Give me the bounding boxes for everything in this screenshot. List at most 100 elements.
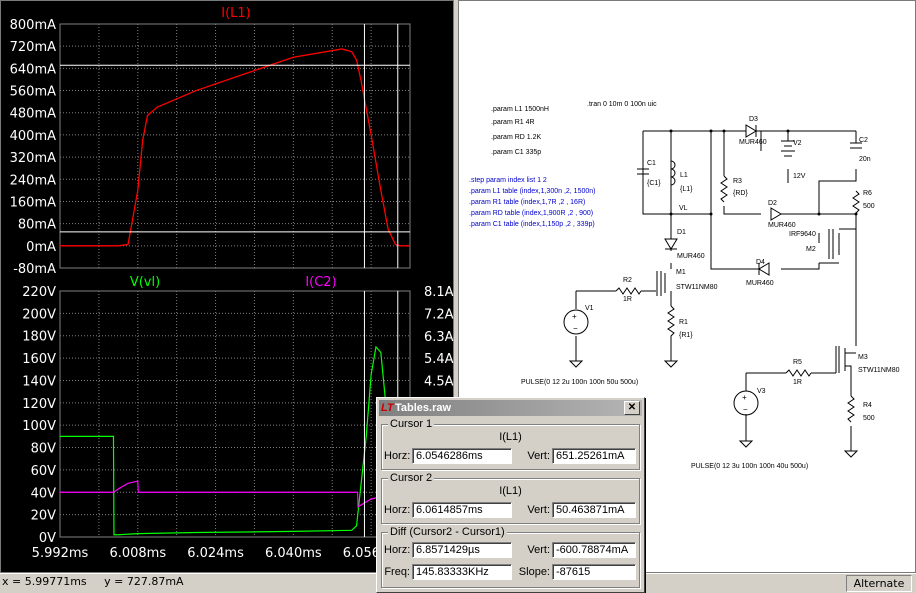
bottom-y-tick-label: 200V xyxy=(22,307,56,322)
svg-text:V1: V1 xyxy=(585,305,594,312)
directive-r1[interactable]: .param R1 4R xyxy=(491,119,535,126)
bottom-right-y-tick-label: 7.2A xyxy=(424,307,454,322)
r2-resistor[interactable]: R2 1R xyxy=(615,277,642,303)
top-y-tick-label: 240mA xyxy=(10,173,56,188)
m2-mosfet[interactable]: IRF9640 M2 xyxy=(789,229,840,259)
cursor1-group: Cursor 1 I(L1) Horz: 6.0546286ms Vert: 6… xyxy=(381,418,640,470)
v1-source[interactable]: + − V1 xyxy=(563,305,594,335)
diff-vert-field[interactable]: -600.78874mA xyxy=(552,542,636,558)
cursor2-vert-label: Vert: xyxy=(527,504,550,516)
step-line-1[interactable]: .param L1 table (index,1,300n ,2, 1500n) xyxy=(469,188,595,195)
l1-inductor[interactable]: L1 {L1} xyxy=(670,160,693,193)
m3-mosfet[interactable]: M3 STW11NM80 xyxy=(835,346,900,374)
top-y-tick-label: 320mA xyxy=(10,151,56,166)
v3-source[interactable]: + − V3 xyxy=(733,388,766,416)
diff-group: Diff (Cursor2 - Cursor1) Horz: 6.8571429… xyxy=(381,526,640,588)
r3-resistor[interactable]: R3 {RD} xyxy=(720,175,748,203)
top-y-tick-label: 800mA xyxy=(10,18,56,33)
bottom-y-tick-label: 120V xyxy=(22,397,56,412)
bottom-y-tick-label: 160V xyxy=(22,352,56,367)
x-tick-label: 5.992ms xyxy=(32,546,89,561)
tran-directive[interactable]: .tran 0 10m 0 100n uic xyxy=(587,101,657,108)
top-y-tick-label: 400mA xyxy=(10,129,56,144)
diff-slope-field[interactable]: -87615 xyxy=(552,564,636,580)
close-button[interactable]: ✕ xyxy=(624,401,640,415)
svg-text:12V: 12V xyxy=(793,173,806,180)
cursor-coordinates: x = 5.99771ms y = 727.87mA xyxy=(2,575,184,588)
bottom-y-tick-label: 180V xyxy=(22,330,56,345)
m1-mosfet[interactable]: M1 STW11NM80 xyxy=(656,269,718,296)
svg-text:20n: 20n xyxy=(859,156,871,163)
svg-text:R6: R6 xyxy=(863,190,872,197)
svg-text:R2: R2 xyxy=(623,277,632,284)
svg-text:{R1}: {R1} xyxy=(679,332,693,339)
svg-text:MUR460: MUR460 xyxy=(768,222,796,229)
top-y-tick-label: 720mA xyxy=(10,40,56,55)
bottom-right-y-tick-label: 6.3A xyxy=(424,330,454,345)
svg-text:D2: D2 xyxy=(768,200,777,207)
d2-diode[interactable]: D2 MUR460 xyxy=(768,200,796,229)
svg-text:{RD}: {RD} xyxy=(733,190,748,197)
waveform-svg[interactable]: 800mA720mA640mA560mA480mA400mA320mA240mA… xyxy=(1,1,455,574)
step-line-4[interactable]: .param C1 table (index,1,150p ,2 , 339p) xyxy=(469,221,595,228)
v2-battery[interactable]: V2 12V xyxy=(781,140,806,180)
r5-resistor[interactable]: R5 1R xyxy=(785,359,812,386)
svg-text:R1: R1 xyxy=(679,319,688,326)
diff-freq-field[interactable]: 145.83333KHz xyxy=(412,564,512,580)
c1-capacitor[interactable]: C1 {C1} xyxy=(637,131,661,214)
bottom-left-trace-label[interactable]: V(vl) xyxy=(130,275,160,290)
svg-text:{L1}: {L1} xyxy=(680,186,693,193)
svg-text:−: − xyxy=(573,324,578,333)
bottom-y-tick-label: 40V xyxy=(31,486,57,501)
i-l1-trace xyxy=(60,48,410,247)
mode-indicator: Alternate xyxy=(846,575,912,592)
i-c2-trace xyxy=(60,480,410,508)
bottom-y-tick-label: 20V xyxy=(31,509,57,524)
directive-c1[interactable]: .param C1 335p xyxy=(491,149,541,156)
c2-capacitor[interactable]: C2 20n xyxy=(850,137,871,163)
top-trace-label[interactable]: I(L1) xyxy=(221,6,251,21)
step-line-2[interactable]: .param R1 table (index,1,7R ,2 , 16R) xyxy=(469,199,585,206)
svg-text:MUR460: MUR460 xyxy=(739,139,767,146)
svg-text:1R: 1R xyxy=(623,296,632,303)
directive-l1[interactable]: .param L1 1500nH xyxy=(491,106,549,113)
top-y-tick-label: 80mA xyxy=(18,218,56,233)
step-line-3[interactable]: .param RD table (index,1,900R ,2 , 900) xyxy=(469,210,593,217)
top-plot[interactable]: 800mA720mA640mA560mA480mA400mA320mA240mA… xyxy=(10,18,411,277)
pulse1-label[interactable]: PULSE(0 12 2u 100n 100n 50u 500u) xyxy=(521,379,638,386)
top-y-tick-label: 560mA xyxy=(10,85,56,100)
param-directives[interactable]: .param L1 1500nH .param R1 4R .param RD … xyxy=(491,106,549,156)
d1-diode[interactable]: D1 MUR460 xyxy=(664,229,705,260)
diff-horz-field[interactable]: 6.8571429µs xyxy=(412,542,512,558)
pulse2-label[interactable]: PULSE(0 12 3u 100n 100n 40u 500u) xyxy=(691,463,808,470)
d3-diode[interactable]: D3 MUR460 xyxy=(739,116,767,146)
bottom-right-trace-label[interactable]: I(C2) xyxy=(305,275,336,290)
cursor2-horz-field[interactable]: 6.0614857ms xyxy=(412,502,512,518)
junction-dots xyxy=(669,129,858,216)
directive-rd[interactable]: .param RD 1.2K xyxy=(491,134,542,141)
svg-text:V2: V2 xyxy=(793,140,802,147)
step-directives[interactable]: .step param index list 1 2 .param L1 tab… xyxy=(469,177,595,228)
r1-resistor[interactable]: R1 {R1} xyxy=(667,305,693,346)
bottom-y-tick-label: 60V xyxy=(31,464,57,479)
bottom-y-tick-label: 220V xyxy=(22,285,56,300)
svg-text:M2: M2 xyxy=(806,246,816,253)
d4-diode[interactable]: D4 MUR460 xyxy=(746,259,774,287)
r6-resistor[interactable]: R6 500 xyxy=(852,190,875,214)
svg-text:V3: V3 xyxy=(757,388,766,395)
bottom-right-y-tick-label: 4.5A xyxy=(424,375,454,390)
svg-text:D3: D3 xyxy=(749,116,758,123)
r4-resistor[interactable]: R4 500 xyxy=(847,395,875,423)
step-line-0[interactable]: .step param index list 1 2 xyxy=(469,177,547,184)
cursor1-horz-field[interactable]: 6.0546286ms xyxy=(412,448,512,464)
cursor-dialog[interactable]: LTTables.raw ✕ Cursor 1 I(L1) Horz: 6.05… xyxy=(376,397,645,593)
svg-text:M1: M1 xyxy=(676,269,686,276)
cursor2-vert-field[interactable]: 50.463871mA xyxy=(552,502,636,518)
x-tick-label: 6.024ms xyxy=(187,546,244,561)
dialog-titlebar[interactable]: LTTables.raw ✕ xyxy=(379,400,642,416)
cursor1-vert-field[interactable]: 651.25261mA xyxy=(552,448,636,464)
top-y-tick-label: 0mA xyxy=(26,240,56,255)
schematic-svg[interactable]: .param L1 1500nH .param R1 4R .param RD … xyxy=(459,1,916,574)
